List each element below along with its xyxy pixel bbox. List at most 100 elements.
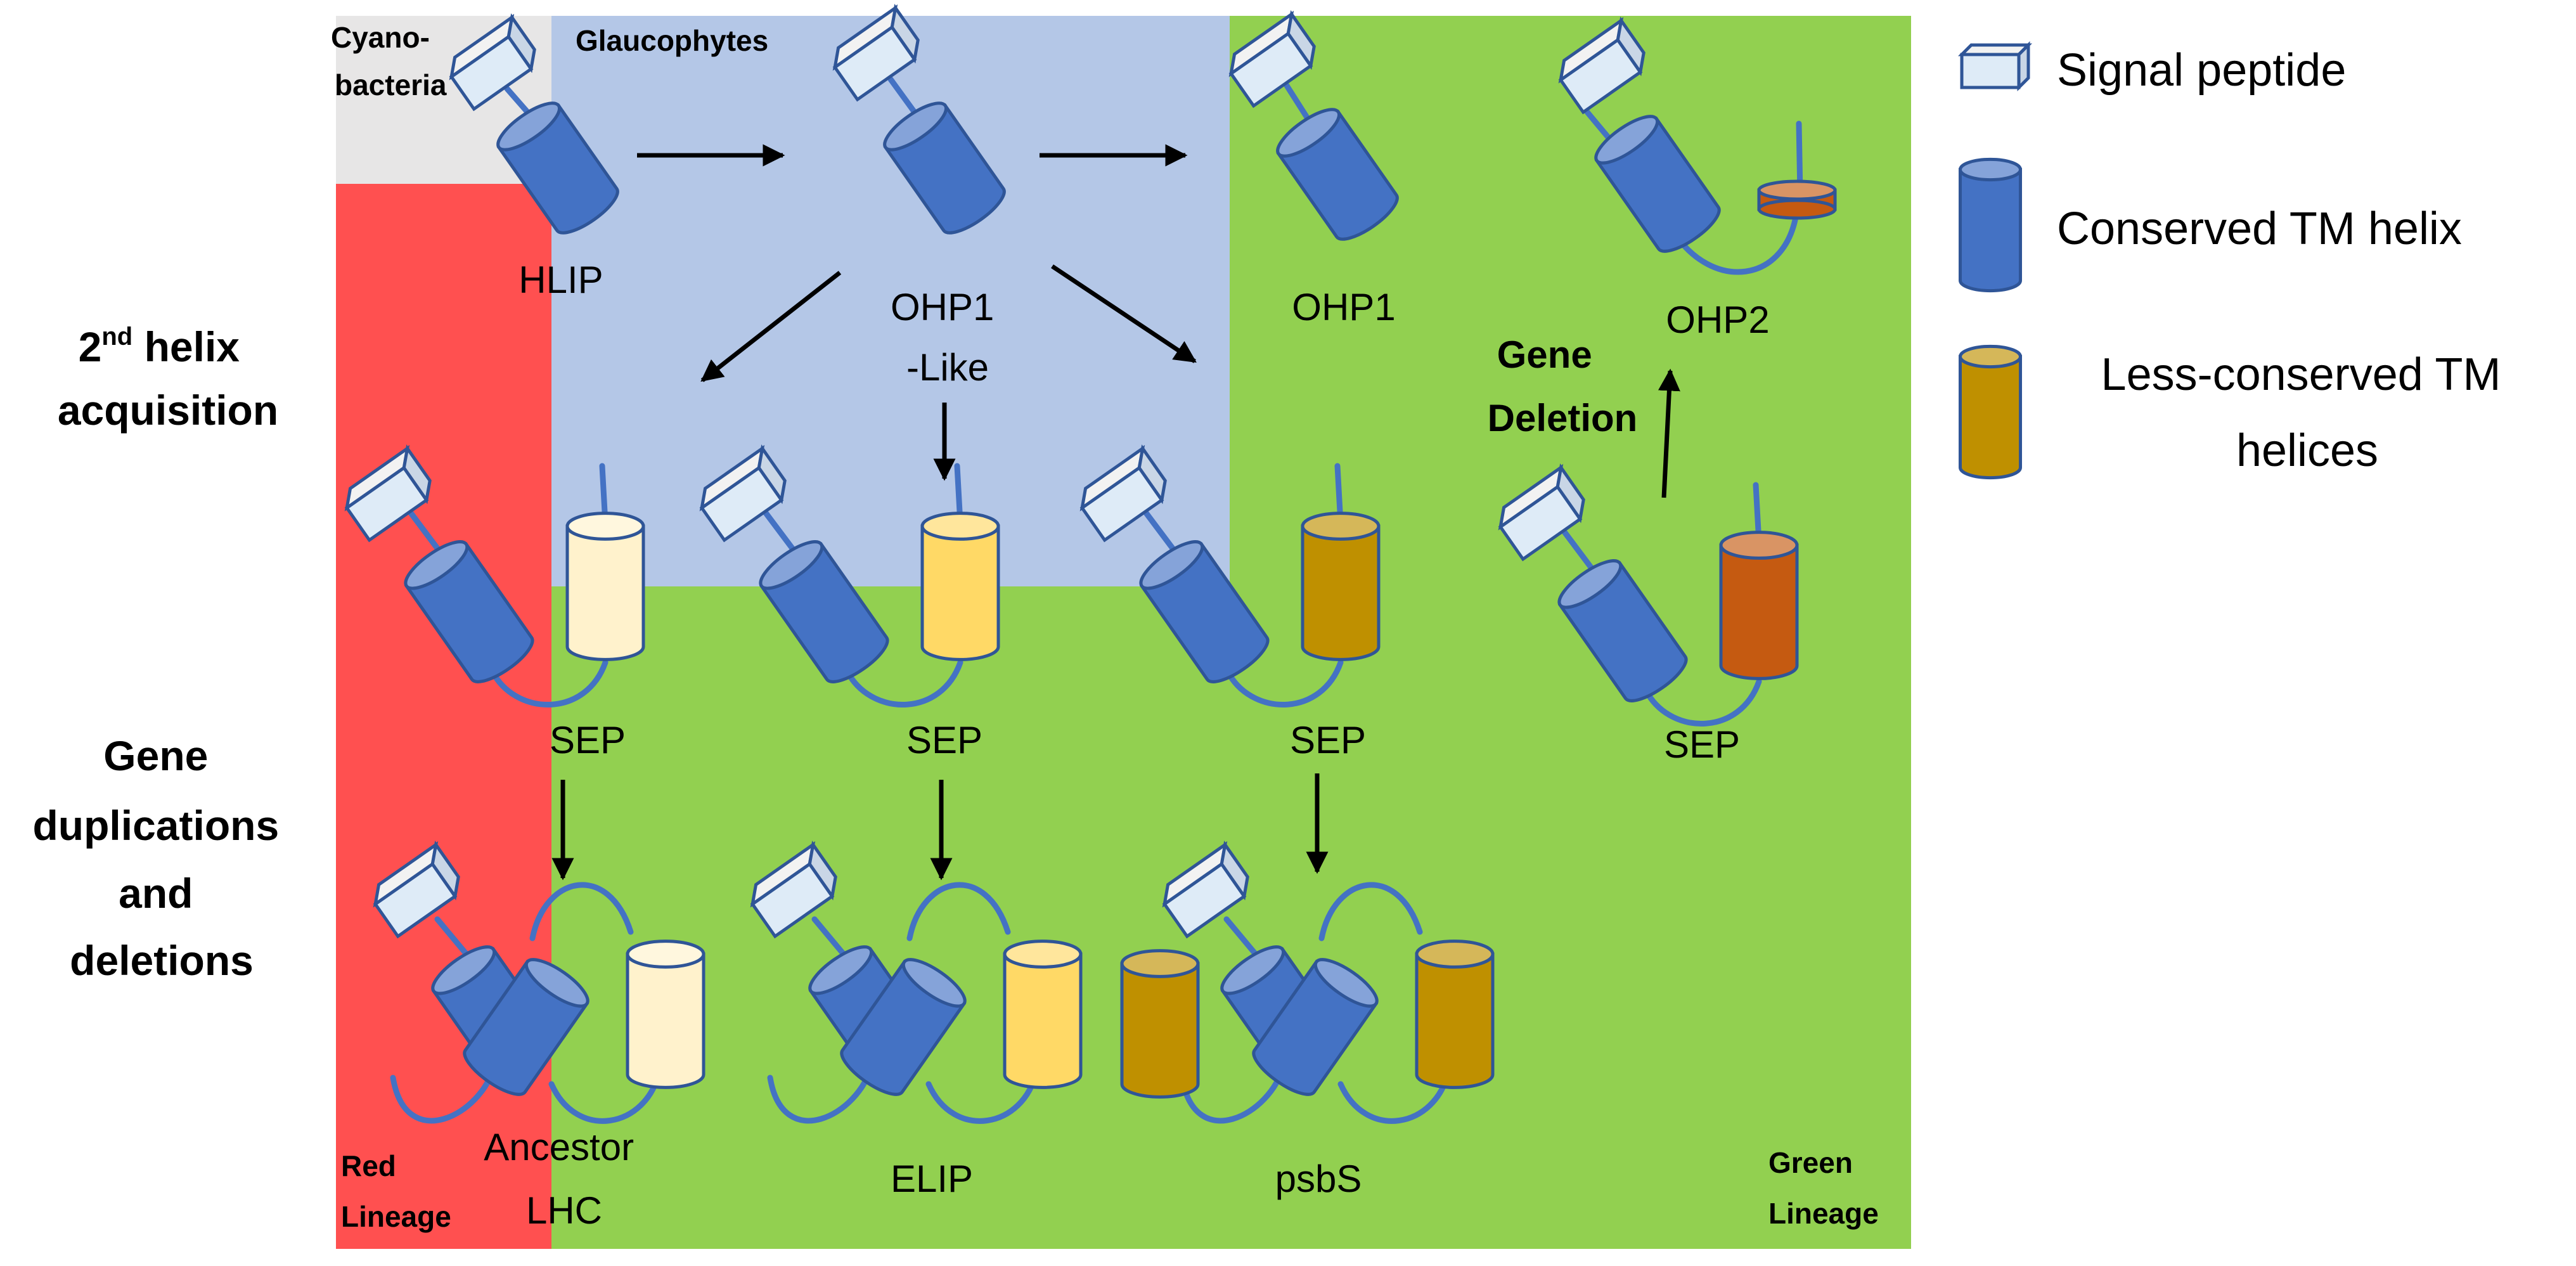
psbs-protein-signal-peptide bbox=[1162, 841, 1249, 939]
sep-protein-3-linker bbox=[1559, 526, 1594, 571]
sep-protein-2-less-conserved-helix bbox=[1301, 512, 1381, 661]
elip-protein-helix-b bbox=[840, 958, 967, 1096]
hlip-label: HLIP bbox=[518, 259, 603, 301]
psbs-protein-top-loop bbox=[1318, 882, 1423, 941]
helix-acquisition-line2: acquisition bbox=[58, 387, 278, 434]
ohp1-protein-signal-peptide bbox=[1228, 10, 1316, 108]
gene-deletion-label: Gene Deletion bbox=[1488, 333, 1638, 439]
ohp2-label: OHP2 bbox=[1666, 299, 1769, 341]
gene-deletion-line2: Deletion bbox=[1488, 397, 1638, 439]
ohp1-like-protein bbox=[832, 4, 1006, 235]
sep-red-protein-loop bbox=[491, 659, 609, 707]
sep-label-red: SEP bbox=[550, 719, 626, 761]
ohp1-like-label: OHP1 -Like bbox=[891, 286, 1005, 389]
ohp2-conserved-helix bbox=[1594, 115, 1721, 253]
ohp1-label: OHP1 bbox=[1292, 286, 1395, 328]
ancestor-lhc-protein-helix-b bbox=[463, 958, 589, 1096]
sep-label-2: SEP bbox=[1290, 719, 1366, 761]
elip-protein-less-conserved-helix bbox=[1003, 940, 1083, 1089]
sep-red-protein bbox=[344, 444, 645, 707]
sep-protein-2-conserved-helix bbox=[1139, 540, 1270, 683]
ancestor-lhc-protein-top-loop bbox=[529, 882, 634, 941]
sep-protein-3-signal-peptide bbox=[1498, 463, 1585, 562]
elip-protein bbox=[750, 841, 1083, 1124]
elip-protein-linker bbox=[811, 916, 849, 960]
legend-signal-peptide-label: Signal peptide bbox=[2057, 45, 2346, 96]
ancestor-lhc-protein bbox=[373, 841, 705, 1124]
glaucophytes-label: Glaucophytes bbox=[576, 24, 768, 57]
helix-acquisition-num: 2 bbox=[79, 323, 102, 370]
molecule-diagrams bbox=[344, 4, 1837, 1124]
sep-red-protein-linker bbox=[406, 507, 441, 552]
ancestor-lhc-protein-linker bbox=[434, 916, 472, 960]
ohp1-like-protein-linker bbox=[887, 76, 919, 117]
sep-protein-2-signal-peptide bbox=[1079, 444, 1167, 543]
elip-protein-bottom-loop bbox=[925, 1068, 1040, 1124]
hlip-protein-signal-peptide bbox=[449, 13, 536, 112]
ohp1-like-label-line2: -Like bbox=[906, 346, 989, 389]
ancestor-lhc-protein-bottom-loop bbox=[548, 1068, 662, 1124]
sep-protein-1-linker bbox=[761, 507, 795, 552]
arrows bbox=[551, 144, 1680, 881]
ohp2-signal-peptide bbox=[1558, 16, 1645, 115]
ancestor-lhc-line2: LHC bbox=[526, 1189, 602, 1232]
gene-events-label: Gene duplications and deletions bbox=[32, 732, 290, 984]
sep-label-3: SEP bbox=[1664, 723, 1740, 766]
psbs-protein-helix-b bbox=[1252, 958, 1379, 1096]
legend-less-conserved-line2: helices bbox=[2236, 425, 2378, 476]
helix-acquisition-label: 2nd helix acquisition bbox=[58, 323, 278, 434]
cyanobacteria-label-line1: Cyano- bbox=[331, 21, 430, 54]
sep-protein-1-signal-peptide bbox=[699, 444, 787, 543]
elip-label: ELIP bbox=[891, 1158, 973, 1200]
hlip-protein bbox=[449, 13, 619, 235]
sep-protein-1 bbox=[699, 444, 1000, 707]
red-lineage-label-line2: Lineage bbox=[341, 1200, 451, 1233]
ancestor-lhc-line1: Ancestor bbox=[484, 1126, 634, 1168]
arrow-ohp1-like-to-red-sep bbox=[700, 271, 842, 382]
psbs-protein-less-conserved-helix bbox=[1415, 940, 1495, 1089]
psbs-protein-linker bbox=[1223, 916, 1261, 960]
ohp1-protein-linker bbox=[1284, 82, 1312, 124]
gene-events-line3: and bbox=[119, 870, 193, 917]
sep-protein-2-linker bbox=[1141, 507, 1176, 552]
elip-protein-signal-peptide bbox=[750, 841, 837, 939]
cyanobacteria-label-line2: bacteria bbox=[335, 68, 447, 101]
ohp2-protein bbox=[1558, 16, 1837, 275]
ohp1-like-protein-conserved-helix bbox=[883, 101, 1006, 235]
psbs-protein-back-loop bbox=[1179, 1062, 1287, 1124]
gene-events-line4: deletions bbox=[70, 937, 254, 984]
sep-protein-2 bbox=[1079, 444, 1381, 707]
ohp1-like-protein-signal-peptide bbox=[832, 4, 920, 102]
legend-conserved-helix-label: Conserved TM helix bbox=[2057, 203, 2462, 254]
legend-conserved-helix-icon bbox=[1959, 157, 2022, 293]
gene-events-line2: duplications bbox=[32, 802, 279, 849]
ohp1-protein-conserved-helix bbox=[1276, 108, 1399, 241]
ancestor-lhc-protein-less-conserved-helix bbox=[626, 940, 705, 1089]
gene-deletion-line1: Gene bbox=[1497, 333, 1592, 376]
sep-protein-3-conserved-helix bbox=[1557, 559, 1688, 702]
legend: Signal peptide Conserved TM helix Less-c… bbox=[1957, 41, 2501, 480]
helix-acquisition-sup: nd bbox=[101, 323, 132, 351]
sep-red-protein-conserved-helix bbox=[404, 540, 534, 683]
ohp2-truncated-helix bbox=[1757, 179, 1837, 220]
sep-protein-3-loop bbox=[1645, 678, 1762, 727]
ohp1-like-label-line1: OHP1 bbox=[891, 286, 994, 328]
sep-red-protein-signal-peptide bbox=[344, 444, 432, 543]
elip-protein-back-loop bbox=[767, 1062, 875, 1124]
psbs-protein bbox=[1120, 841, 1495, 1124]
ohp2-loop bbox=[1670, 206, 1800, 275]
arrow-ohp1-like-to-green-sep bbox=[1051, 264, 1197, 363]
cyanobacteria-label: Cyano- bacteria bbox=[331, 21, 447, 101]
psbs-label: psbS bbox=[1275, 1158, 1362, 1200]
sep-protein-3-less-conserved-helix bbox=[1719, 531, 1799, 680]
arrow-sep-to-ohp2 bbox=[1658, 368, 1680, 498]
sep-protein-2-loop bbox=[1227, 659, 1344, 707]
ancestor-lhc-label: Ancestor LHC bbox=[484, 1126, 644, 1232]
ancestor-lhc-protein-back-loop bbox=[390, 1062, 498, 1124]
red-lineage-label-line1: Red bbox=[341, 1149, 396, 1182]
legend-less-conserved-helix-icon bbox=[1959, 344, 2022, 480]
sep-red-protein-less-conserved-helix bbox=[565, 512, 645, 661]
green-lineage-label-line1: Green bbox=[1768, 1146, 1853, 1179]
gene-events-line1: Gene bbox=[103, 732, 208, 779]
